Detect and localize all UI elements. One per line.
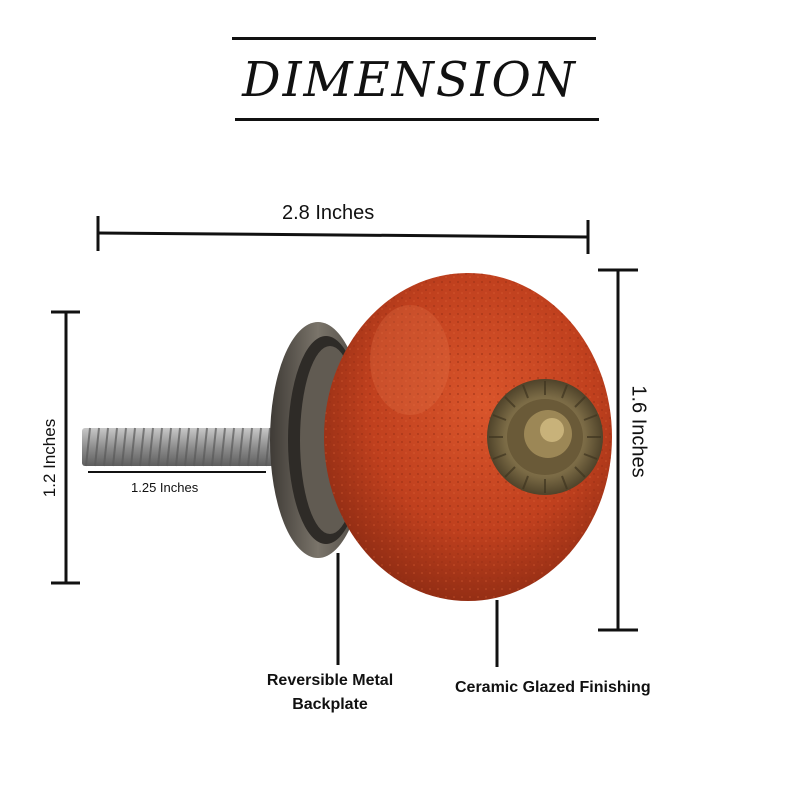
width-label: 2.8 Inches xyxy=(282,202,375,224)
width-dimension-line xyxy=(96,216,590,254)
rosette-cap xyxy=(487,379,603,495)
ceramic-knob xyxy=(324,273,612,601)
title-rule-top xyxy=(232,37,596,40)
screw-length-label: 1.25 Inches xyxy=(131,480,199,495)
backplate-height-label: 1.2 Inches xyxy=(40,418,59,498)
backplate-callout-label: Reversible Metal Backplate xyxy=(266,672,394,713)
title-rule-bottom xyxy=(235,118,599,121)
backplate-height-dimension-line xyxy=(51,310,80,585)
screw xyxy=(82,427,282,467)
page-title: DIMENSION xyxy=(242,52,577,108)
height-dimension-line xyxy=(598,268,638,632)
height-label: 1.6 Inches xyxy=(627,385,650,478)
finish-callout-label: Ceramic Glazed Finishing xyxy=(455,679,651,696)
